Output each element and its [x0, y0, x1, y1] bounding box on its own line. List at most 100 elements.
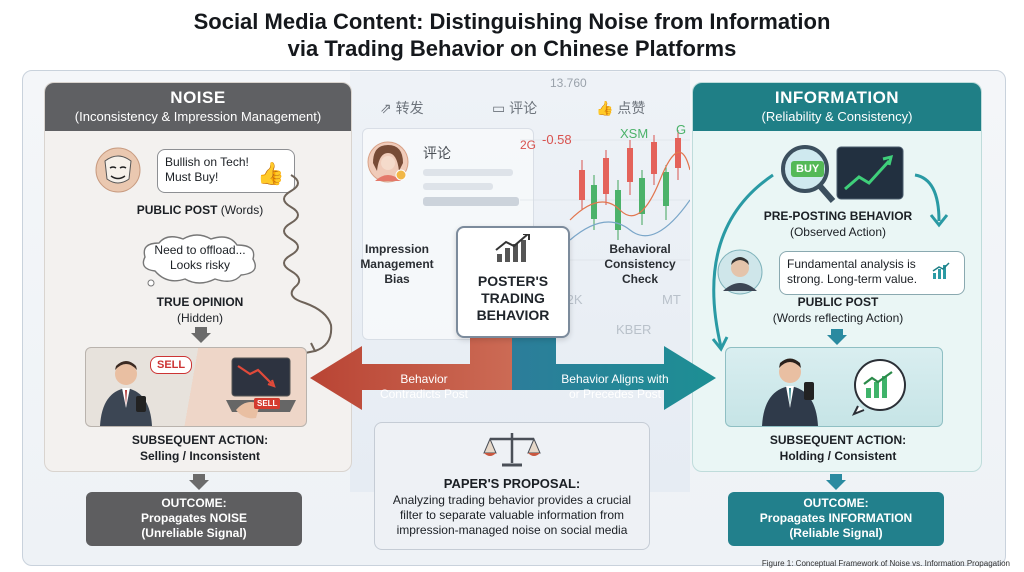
center-box-line-3: BEHAVIOR — [476, 307, 550, 323]
growth-chart-bubble-icon — [851, 359, 906, 416]
businessman-phone-icon — [762, 358, 818, 426]
user-avatar-icon — [717, 249, 763, 295]
comment-label: 评论 — [509, 100, 538, 116]
info-action-title: SUBSEQUENT ACTION: — [769, 433, 907, 447]
text-placeholder-line — [423, 197, 519, 206]
down-arrow-icon — [191, 327, 211, 343]
down-arrow-icon — [826, 474, 846, 490]
laptop-down-chart-icon — [226, 357, 296, 419]
information-header: INFORMATION — [774, 88, 900, 107]
selling-scene: SELL SELL — [85, 347, 307, 427]
information-subheader: (Reliability & Consistency) — [761, 109, 913, 124]
noise-outcome-box: OUTCOME: Propagates NOISE (Unreliable Si… — [86, 492, 302, 546]
noise-action-sub: Selling / Inconsistent — [139, 449, 261, 463]
figure-caption: Figure 1: Conceptual Framework of Noise … — [761, 559, 1010, 568]
title-line-2: via Trading Behavior on Chinese Platform… — [287, 36, 737, 61]
noise-outcome-line-2: Propagates NOISE — [140, 511, 248, 525]
trading-behavior-box: POSTER'S TRADING BEHAVIOR — [456, 226, 570, 338]
info-public-post-sub: (Words reflecting Action) — [772, 311, 904, 325]
noise-panel: NOISE (Inconsistency & Impression Manage… — [44, 82, 352, 472]
stock-chart-backdrop: -0.58 XSM G ST2K MT KBER 2G — [520, 80, 691, 410]
noise-subheader: (Inconsistency & Impression Management) — [74, 109, 322, 124]
sell-sign: SELL — [150, 356, 193, 374]
repost-label: 转发 — [395, 100, 424, 116]
like-action: 👍 点赞 — [596, 98, 645, 118]
thought-line-2: Looks risky — [169, 258, 231, 272]
ticker-code-5: 2G — [520, 138, 537, 152]
comment-action: ▭ 评论 — [492, 98, 537, 118]
title-line-1: Social Media Content: Distinguishing Noi… — [193, 9, 831, 34]
right-arrow-aligns — [512, 338, 716, 410]
repost-action: ⇗ 转发 — [380, 98, 424, 118]
right-arrow-label: Behavior Aligns with or Precedes Post — [540, 372, 690, 402]
consistency-line-3: Check — [621, 272, 659, 286]
info-outcome-line-3: (Reliable Signal) — [789, 526, 883, 540]
like-label: 点赞 — [617, 100, 646, 116]
thumbs-up-icon: 👍 — [596, 100, 614, 116]
center-box-line-1: POSTER'S — [477, 273, 549, 289]
post-comment-label: 评论 — [423, 145, 451, 161]
paper-proposal-box: PAPER'S PROPOSAL: Analyzing trading beha… — [374, 422, 650, 550]
public-bubble-line-2: Must Buy! — [165, 170, 219, 184]
proposal-text: Analyzing trading behavior provides a cr… — [375, 493, 649, 538]
comment-icon: ▭ — [492, 100, 506, 116]
thought-bubble-text: Need to offload... Looks risky — [141, 243, 259, 273]
information-panel-header: INFORMATION (Reliability & Consistency) — [693, 83, 981, 131]
info-outcome-line-2: Propagates INFORMATION — [759, 511, 913, 525]
share-icon: ⇗ — [380, 100, 392, 116]
public-post-label-rest: (Words) — [217, 203, 264, 217]
noise-outcome-line-3: (Unreliable Signal) — [141, 526, 247, 540]
left-arrow-label: Behavior Contradicts Post — [362, 372, 486, 402]
impression-line-3: Bias — [384, 272, 410, 286]
ticker-code-4: KBER — [616, 322, 652, 337]
proposal-line-2: filter to separate valuable information … — [399, 508, 625, 522]
magnifier-buy-chart-icon — [781, 145, 904, 203]
bar-chart-icon — [932, 262, 950, 279]
thought-line-1: Need to offload... — [154, 243, 246, 257]
left-arrow-contradicts — [310, 338, 514, 410]
text-placeholder-line — [423, 183, 493, 190]
user-avatar-icon — [367, 141, 409, 183]
thumbs-up-icon: 👍 — [257, 161, 285, 186]
information-outcome-box: OUTCOME: Propagates INFORMATION (Reliabl… — [728, 492, 944, 546]
right-arrow-line-1: Behavior Aligns with — [561, 372, 669, 386]
text-placeholder-line — [423, 169, 513, 176]
balance-scale-icon — [483, 433, 541, 467]
proposal-line-3: impression-managed noise on social media — [396, 523, 628, 537]
trading-behavior-text: POSTER'S TRADING BEHAVIOR — [458, 273, 568, 324]
wavy-arrow-icon — [283, 174, 333, 354]
impression-line-1: Impression — [364, 242, 430, 256]
ticker-code-3: MT — [662, 292, 681, 307]
ticker-price: 13.760 — [550, 76, 587, 90]
center-box-line-2: TRADING — [481, 290, 545, 306]
thought-cloud-icon — [142, 234, 256, 287]
impression-line-2: Management — [360, 257, 434, 271]
public-post-label-bold: PUBLIC POST — [136, 203, 218, 217]
pre-posting-sub: (Observed Action) — [789, 225, 887, 239]
down-arrow-icon — [827, 329, 847, 345]
consistency-line-1: Behavioral — [609, 242, 671, 256]
public-post-bubble: Bullish on Tech! Must Buy! — [157, 149, 295, 193]
down-arrow-icon — [189, 474, 209, 490]
left-arrow-line-2: Contradicts Post — [379, 387, 469, 401]
info-bubble-line-1: Fundamental analysis is — [787, 257, 916, 271]
impression-management-label: Impression Management Bias — [352, 242, 442, 287]
public-post-label: PUBLIC POST (Words) — [85, 203, 315, 217]
noise-action-title: SUBSEQUENT ACTION: — [131, 433, 269, 447]
buy-sign: BUY — [791, 161, 825, 177]
bar-chart-up-icon — [495, 233, 530, 262]
figure-title: Social Media Content: Distinguishing Noi… — [0, 8, 1024, 62]
ticker-code-1: XSM — [620, 126, 649, 141]
businessman-phone-icon — [100, 361, 152, 426]
info-outcome-title: OUTCOME: — [803, 496, 869, 510]
noise-header: NOISE — [170, 88, 226, 107]
hidden-label: (Hidden) — [176, 311, 224, 325]
ticker-code-6: G — [676, 122, 687, 137]
proposal-line-1: Analyzing trading behavior provides a cr… — [392, 493, 632, 507]
info-action-sub: Holding / Consistent — [779, 449, 897, 463]
consistency-line-2: Consistency — [604, 257, 676, 271]
public-bubble-line-1: Bullish on Tech! — [165, 155, 249, 169]
pre-posting-title: PRE-POSTING BEHAVIOR — [763, 209, 913, 223]
holding-scene — [725, 347, 943, 427]
ticker-change: -0.58 — [542, 132, 572, 147]
